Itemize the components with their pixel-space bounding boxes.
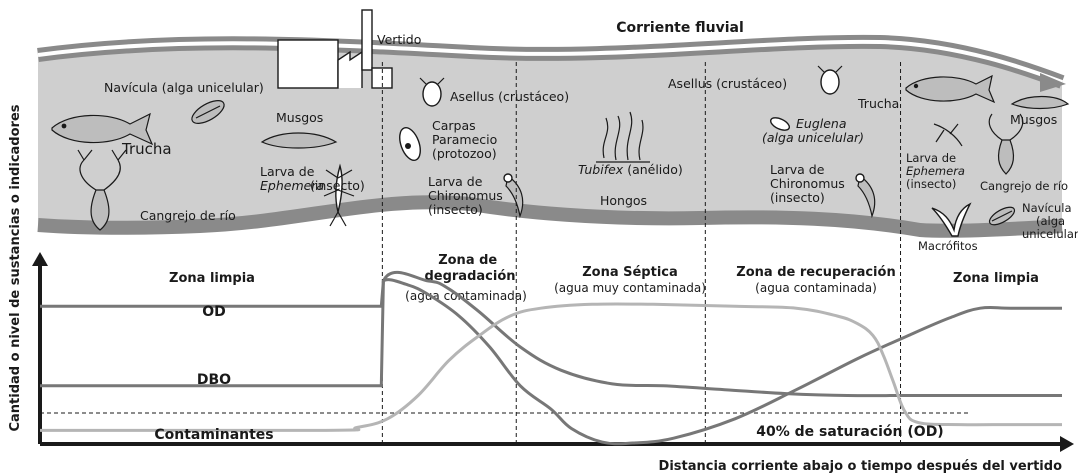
navicula-right-label: Navícula (alga unicelular)	[1022, 201, 1078, 241]
outfall-label: Vertido	[377, 32, 421, 47]
saturation-label: 40% de saturación (OD)	[756, 424, 943, 440]
tubifex-label: Tubifex (anélido)	[578, 162, 683, 177]
asellus-left-label: Asellus (crustáceo)	[450, 89, 569, 104]
trout-icon	[51, 112, 154, 146]
tubifex-rest: (anélido)	[627, 162, 683, 177]
navicula-right-line1: Navícula	[1022, 201, 1072, 215]
paramecio-line2: (protozoo)	[432, 146, 497, 161]
series-line-od	[40, 278, 1062, 446]
chironomus-larva-icon	[503, 173, 524, 219]
chironomus-right-label: Larva de Chironomus (insecto)	[770, 162, 849, 205]
hongos-label: Hongos	[600, 193, 647, 208]
ephemera-left-line1: Larva de	[260, 164, 315, 179]
asellus-right-label: Asellus (crustáceo)	[668, 76, 787, 91]
cangrejo-right-label: Cangrejo de río	[980, 179, 1068, 193]
crayfish-icon-right	[988, 113, 1024, 175]
river-title: Corriente fluvial	[616, 20, 744, 36]
chironomus-right-line3: (insecto)	[770, 190, 825, 205]
navicula-icon	[191, 100, 225, 124]
zone-degradation-line2: degradación	[424, 269, 515, 284]
series-label-dbo: DBO	[197, 372, 231, 388]
moss-icon-right	[1010, 95, 1070, 110]
chironomus-larva-icon-right	[855, 173, 876, 219]
chironomus-right-line1: Larva de	[770, 162, 825, 177]
zone-clean-left-title: Zona limpia	[169, 271, 255, 286]
asellus-icon	[419, 77, 445, 107]
ephemera-right-line1: Larva de	[906, 151, 956, 165]
ephemera-right-line3: (insecto)	[906, 177, 956, 191]
euglena-label: Euglena (alga unicelular)	[762, 116, 864, 145]
moss-icon	[260, 132, 338, 149]
y-axis-label: Cantidad o nivel de sustancias o indicad…	[8, 104, 23, 431]
trout-icon-right	[905, 74, 996, 104]
paramecio-line1: Paramecio	[432, 132, 497, 147]
zone-septic-title: Zona Séptica	[582, 265, 678, 280]
asellus-icon-right	[817, 65, 843, 95]
x-axis-label: Distancia corriente abajo o tiempo despu…	[659, 459, 1063, 474]
zone-recovery-title: Zona de recuperación	[736, 265, 895, 280]
zone-recovery-note: (agua contaminada)	[755, 281, 877, 295]
tubifex-italic: Tubifex	[578, 162, 624, 177]
tubifex-icon	[596, 111, 650, 163]
euglena-icon	[769, 117, 791, 131]
zone-degradation-title: Zona de degradación	[424, 253, 515, 284]
ephemera-left-line3: (insecto)	[310, 178, 365, 193]
chironomus-left-label: Larva de Chironomus (insecto)	[428, 174, 507, 217]
macrofitos-label: Macrófitos	[918, 239, 978, 253]
chart-axes	[32, 252, 1074, 452]
euglena-line2: (alga unicelular)	[762, 130, 864, 145]
paramecio-label: Paramecio (protozoo)	[432, 132, 501, 161]
navicula-right-line2: (alga	[1036, 214, 1065, 228]
chart-series	[40, 270, 1062, 446]
chironomus-left-line1: Larva de	[428, 174, 483, 189]
navicula-icon-right	[988, 206, 1016, 226]
crayfish-icon	[77, 149, 127, 231]
ephemera-right-label: Larva de Ephemera (insecto)	[906, 151, 969, 191]
series-line-dbo	[40, 270, 1062, 398]
factory-icon	[277, 9, 393, 89]
zone-clean-right-title: Zona limpia	[953, 271, 1039, 286]
series-line-contaminantes	[40, 302, 1062, 432]
zone-septic-note: (agua muy contaminada)	[554, 281, 706, 295]
chironomus-left-line2: Chironomus	[428, 188, 503, 203]
musgos-right-label: Musgos	[1010, 112, 1057, 127]
trucha-left-label: Trucha	[121, 140, 172, 158]
macrophyte-icon	[931, 202, 972, 237]
euglena-line1: Euglena	[796, 116, 847, 131]
navicula-left-label: Navícula (alga unicelular)	[104, 80, 264, 95]
ephemera-left-line2: Ephemera	[260, 178, 324, 193]
cangrejo-left-label: Cangrejo de río	[140, 208, 236, 223]
chironomus-left-line3: (insecto)	[428, 202, 483, 217]
chironomus-right-line2: Chironomus	[770, 176, 845, 191]
series-label-od: OD	[202, 304, 226, 320]
musgos-left-label: Musgos	[276, 110, 323, 125]
paramecium-icon	[399, 127, 421, 161]
series-label-contaminantes: Contaminantes	[154, 427, 273, 443]
zone-degradation-line1: Zona de	[438, 253, 497, 268]
ephemera-right-line2: Ephemera	[906, 164, 965, 178]
ephemera-larva-icon	[323, 163, 355, 227]
navicula-right-line3: unicelular)	[1022, 227, 1078, 241]
ephemera-left-label: Larva de Ephemera (insecto)	[260, 164, 365, 193]
river-band	[37, 34, 1066, 238]
trucha-right-label: Trucha	[857, 96, 899, 111]
ephemera-larva-icon-right	[933, 123, 963, 147]
carpas-label: Carpas	[432, 118, 476, 133]
